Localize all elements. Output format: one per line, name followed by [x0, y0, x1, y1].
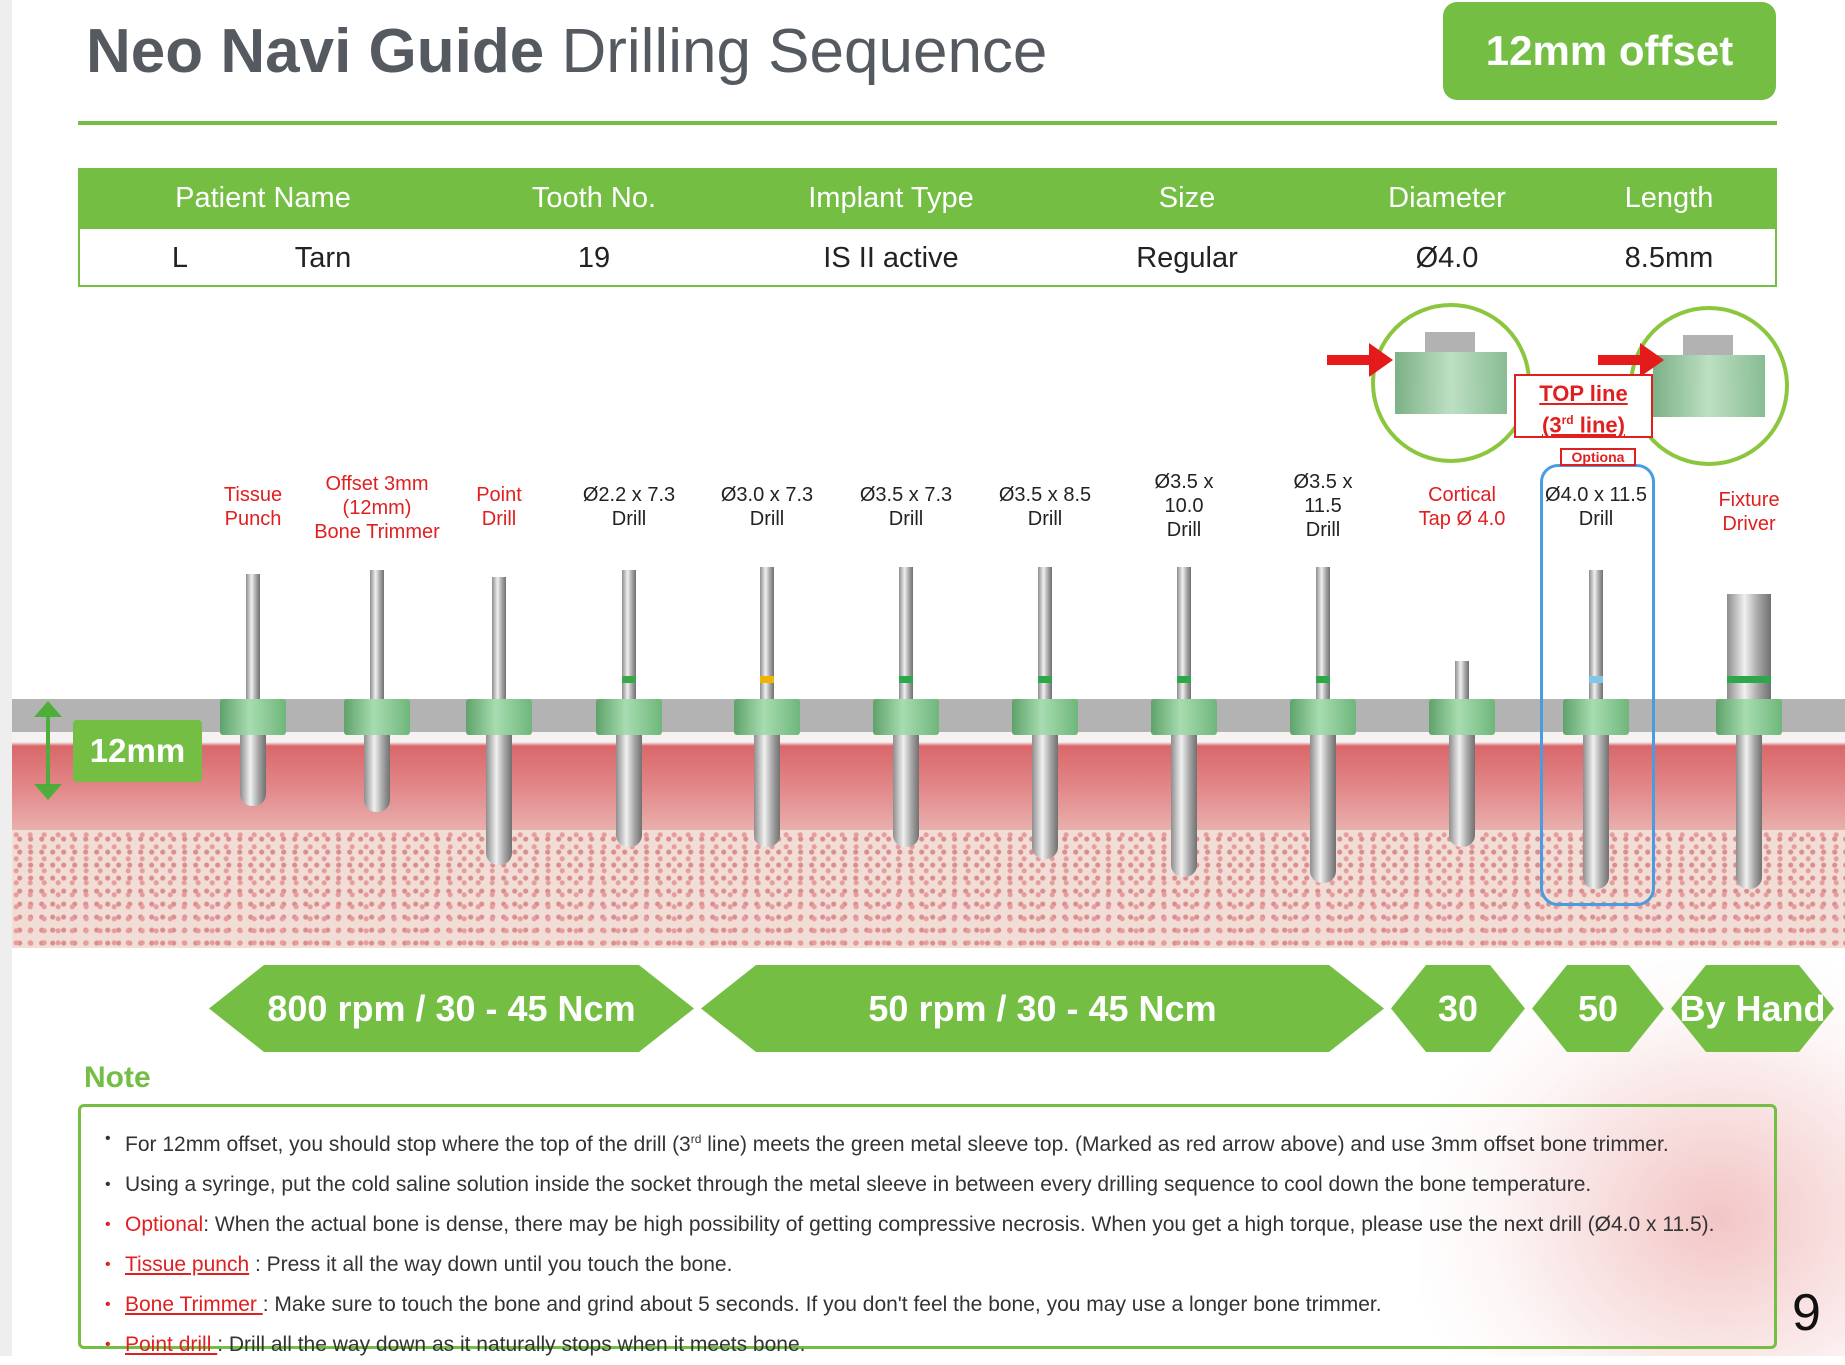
cell-implant: IS II active [823, 242, 959, 274]
offset-badge: 12mm offset [1443, 2, 1776, 100]
sleeve-zoom-circle [1629, 306, 1789, 466]
red-arrow-icon [1598, 343, 1664, 377]
cell-name: Tarn [294, 242, 352, 274]
tool-label: Offset 3mm(12mm)Bone Trimmer [314, 473, 440, 543]
guide-sleeve [220, 699, 286, 735]
bone-cross-section [12, 699, 1845, 948]
note-box: For 12mm offset, you should stop where t… [78, 1104, 1777, 1365]
guide-sleeve [1563, 699, 1629, 735]
header-length: Length [1624, 182, 1714, 214]
depth-label: 12mm [73, 720, 202, 782]
top-line-callout: TOP line (3rd line) [1514, 374, 1653, 438]
sleeve-zoom-circle [1371, 303, 1531, 463]
header-tooth: Tooth No. [531, 182, 657, 214]
header-size: Size [1158, 182, 1216, 214]
speed-arrow-800rpm: 800 rpm / 30 - 45 Ncm [209, 965, 694, 1052]
cell-size: Regular [1136, 242, 1238, 274]
cell-diameter: Ø4.0 [1415, 242, 1479, 274]
note-item: Using a syringe, put the cold saline sol… [103, 1165, 1774, 1205]
page-title: Neo Navi Guide Drilling Sequence [86, 16, 1047, 87]
cell-side: L [171, 242, 189, 274]
top-line-text: TOP line [1539, 381, 1628, 406]
header-patient-name: Patient Name [175, 182, 351, 214]
title-rest: Drilling Sequence [561, 17, 1048, 86]
guide-sleeve [1151, 699, 1217, 735]
header-diameter: Diameter [1388, 182, 1506, 214]
third-line-text: (3rd line) [1542, 412, 1625, 438]
bone-tissue [12, 830, 1845, 948]
divider [78, 121, 1777, 125]
guide-sleeve [734, 699, 800, 735]
guide-sleeve [1290, 699, 1356, 735]
gum-tissue [12, 732, 1845, 830]
optional-highlight [1540, 464, 1655, 906]
note-item: For 12mm offset, you should stop where t… [103, 1119, 1774, 1165]
note-item: Tissue punch : Press it all the way down… [103, 1245, 1774, 1285]
guide-sleeve [1429, 699, 1495, 735]
note-item: Bone Trimmer : Make sure to touch the bo… [103, 1285, 1774, 1325]
table-header: Patient Name Tooth No. Implant Type Size… [80, 170, 1775, 229]
note-item: Point drill : Drill all the way down as … [103, 1325, 1774, 1365]
cell-tooth: 19 [577, 242, 611, 274]
guide-sleeve [596, 699, 662, 735]
patient-table: Patient Name Tooth No. Implant Type Size… [78, 168, 1777, 287]
title-bold: Neo Navi Guide [86, 17, 545, 86]
guide-sleeve [1716, 699, 1782, 735]
page-number: 9 [1792, 1284, 1821, 1342]
red-arrow-icon [1327, 343, 1393, 377]
optional-label: Optiona [1560, 448, 1636, 466]
note-heading: Note [84, 1061, 151, 1094]
header-implant: Implant Type [808, 182, 974, 214]
guide-sleeve [344, 699, 410, 735]
speed-arrow-by-hand: By Hand [1671, 965, 1834, 1052]
guide-sleeve [466, 699, 532, 735]
page-edge [0, 0, 12, 1356]
guide-sleeve [873, 699, 939, 735]
cell-length: 8.5mm [1624, 242, 1714, 274]
depth-arrow-icon [34, 701, 62, 800]
speed-arrow-50rpm: 50 rpm / 30 - 45 Ncm [701, 965, 1384, 1052]
note-item: Optional: When the actual bone is dense,… [103, 1205, 1774, 1245]
guide-sleeve [1012, 699, 1078, 735]
